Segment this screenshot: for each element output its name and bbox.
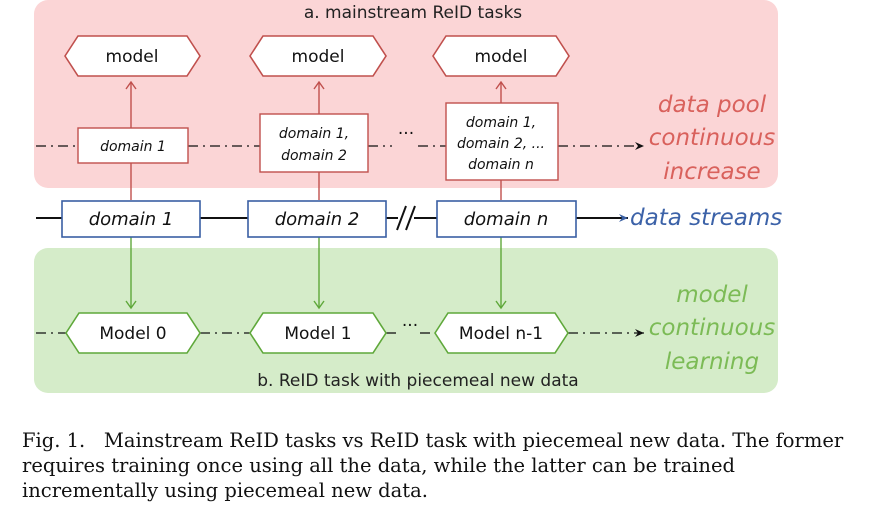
pool-box-1-line-1: domain 1 bbox=[100, 139, 166, 155]
diagram: a. mainstream ReID tasks b. ReID task wi… bbox=[34, 0, 782, 393]
pool-box-3-line-2: domain 2, ... bbox=[457, 136, 545, 152]
bottom-panel-title: b. ReID task with piecemeal new data bbox=[257, 371, 578, 391]
model-ellipsis: ... bbox=[402, 311, 418, 331]
pool-ellipsis: ... bbox=[398, 119, 414, 139]
pool-box-2-line-2: domain 2 bbox=[281, 148, 347, 164]
model-learning-label-line-2: continuous bbox=[649, 315, 776, 341]
stream-domain-2-label: domain 2 bbox=[275, 209, 360, 230]
bottom-connectors bbox=[125, 236, 507, 310]
bottom-model-3-label: Model n-1 bbox=[459, 324, 543, 344]
pool-box-2-line-1: domain 1, bbox=[279, 126, 349, 142]
figure-caption: Fig. 1. Mainstream ReID tasks vs ReID ta… bbox=[22, 428, 872, 503]
pool-box-3-line-3: domain n bbox=[468, 157, 534, 173]
stream-domain-1: domain 1 bbox=[61, 200, 201, 238]
stream-domain-2: domain 2 bbox=[247, 200, 387, 238]
caption-label: Fig. 1. bbox=[22, 429, 86, 452]
bottom-model-2-label: Model 1 bbox=[284, 324, 351, 344]
bottom-model-2: Model 1 bbox=[249, 312, 387, 354]
top-model-1-label: model bbox=[106, 47, 159, 67]
stream-break-icon bbox=[396, 205, 416, 231]
caption-text: Mainstream ReID tasks vs ReID task with … bbox=[22, 429, 844, 502]
pool-box-3: domain 1, domain 2, ... domain n bbox=[445, 102, 559, 181]
data-streams-label: data streams bbox=[630, 205, 782, 231]
stream-domain-3-label: domain n bbox=[464, 209, 549, 230]
model-learning-label-line-3: learning bbox=[665, 349, 759, 375]
stream-domain-3: domain n bbox=[436, 200, 577, 238]
bottom-model-3: Model n-1 bbox=[434, 312, 569, 354]
top-panel-title: a. mainstream ReID tasks bbox=[304, 3, 522, 23]
pool-box-2: domain 1, domain 2 bbox=[259, 113, 369, 173]
bottom-model-1: Model 0 bbox=[65, 312, 201, 354]
pool-box-3-line-1: domain 1, bbox=[466, 115, 536, 131]
bottom-model-1-label: Model 0 bbox=[99, 324, 166, 344]
bottom-panel-background bbox=[34, 248, 778, 393]
top-model-3: model bbox=[432, 35, 570, 77]
data-pool-label-line-2: continuous bbox=[649, 125, 776, 151]
model-learning-label-line-1: model bbox=[676, 282, 748, 308]
data-pool-label: data pool continuous increase bbox=[649, 92, 776, 185]
top-model-1: model bbox=[64, 35, 201, 77]
stream-domain-1-label: domain 1 bbox=[89, 209, 174, 230]
data-pool-label-line-3: increase bbox=[663, 159, 760, 185]
model-learning-label: model continuous learning bbox=[649, 282, 776, 375]
top-model-3-label: model bbox=[475, 47, 528, 67]
top-model-2-label: model bbox=[292, 47, 345, 67]
top-panel-background bbox=[34, 0, 778, 188]
top-model-2: model bbox=[249, 35, 387, 77]
pool-box-1: domain 1 bbox=[77, 127, 189, 164]
data-pool-label-line-1: data pool bbox=[658, 92, 767, 118]
